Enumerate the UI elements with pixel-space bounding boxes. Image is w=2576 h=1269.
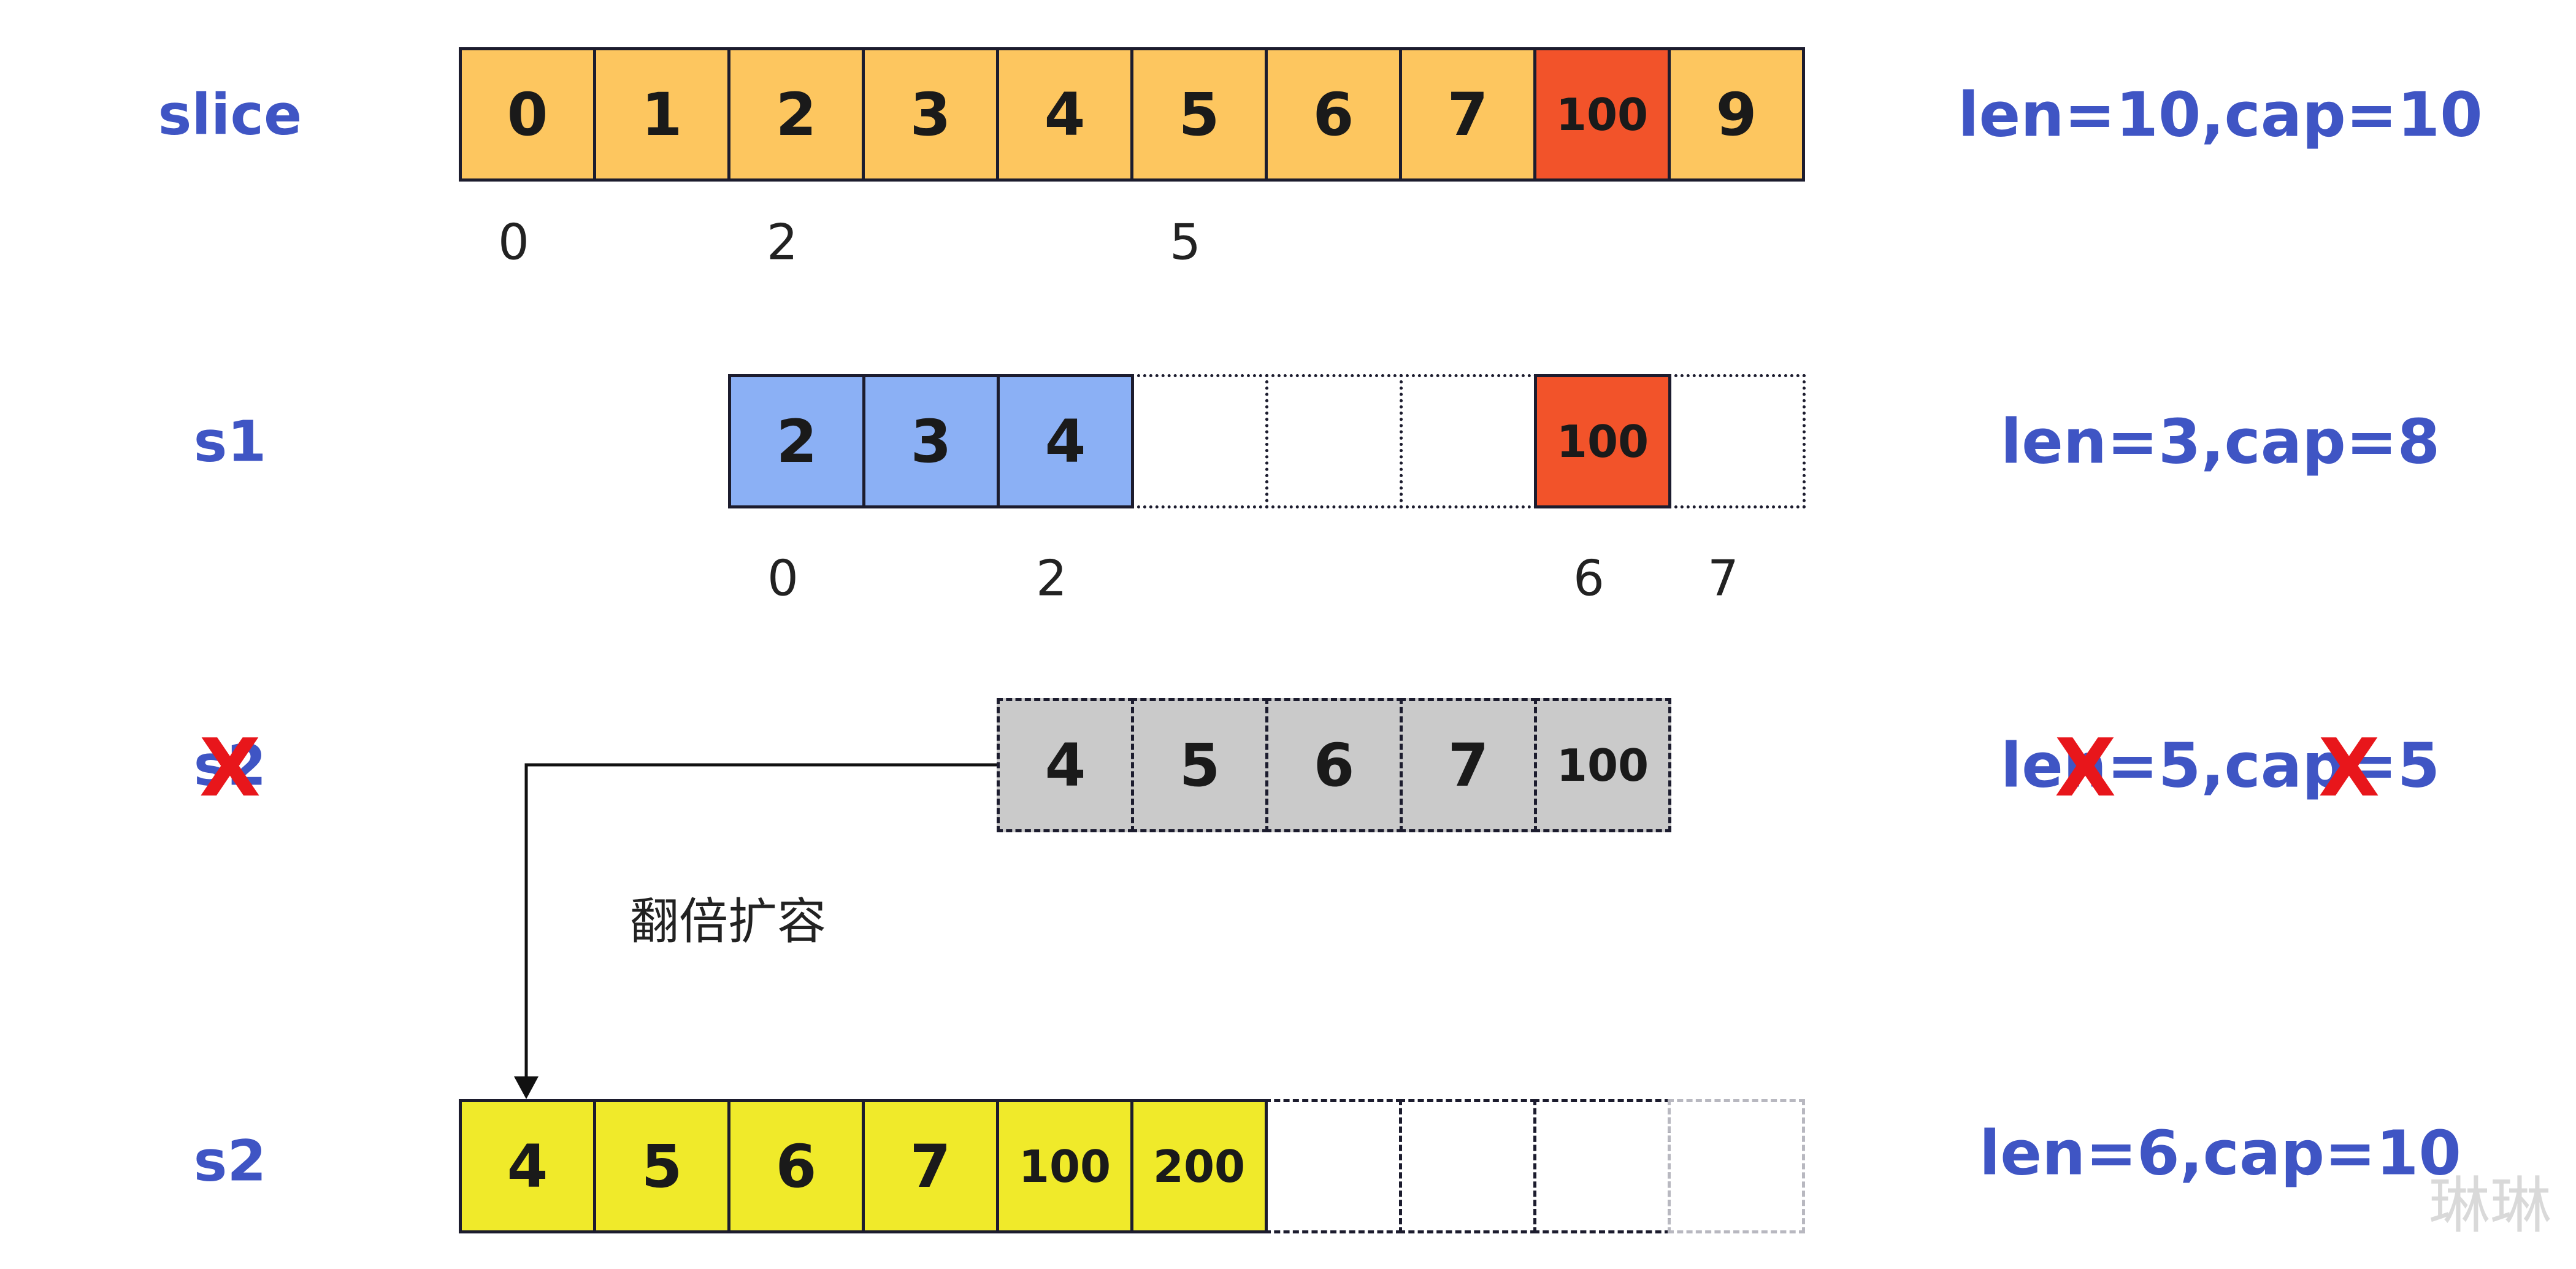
arrow-head xyxy=(514,1076,539,1099)
discarded-cross-mark: X xyxy=(2318,721,2380,815)
slice-cell: 7 xyxy=(1400,698,1537,832)
index-label: 5 xyxy=(1170,213,1201,271)
slice-cell: 7 xyxy=(862,1099,999,1233)
empty-capacity-cell xyxy=(1668,374,1806,508)
slice-cell: 100 xyxy=(1534,374,1671,508)
row-len-cap: len=10,cap=10 xyxy=(1958,79,2483,151)
slice-cell: 100 xyxy=(1533,47,1671,182)
slice-cell: 6 xyxy=(1265,47,1402,182)
slice-cell: 4 xyxy=(996,47,1133,182)
row-label: s1 xyxy=(193,408,267,475)
index-label: 6 xyxy=(1573,550,1604,607)
slice-cell: 100 xyxy=(996,1099,1133,1233)
slice-cell: 4 xyxy=(997,698,1134,832)
discarded-cross-mark: X xyxy=(2054,721,2117,815)
empty-capacity-cell xyxy=(1400,374,1537,508)
index-label: 0 xyxy=(767,550,799,607)
slice-cell: 5 xyxy=(1131,698,1268,832)
slice-cell: 5 xyxy=(593,1099,730,1233)
slice-cell: 2 xyxy=(728,374,865,508)
index-label: 2 xyxy=(767,213,798,271)
empty-capacity-cell xyxy=(1265,374,1403,508)
slice-cell: 200 xyxy=(1130,1099,1268,1233)
slice-cell: 100 xyxy=(1534,698,1671,832)
arrow-label: 翻倍扩容 xyxy=(630,893,826,950)
slice-cell: 3 xyxy=(862,47,999,182)
index-label: 7 xyxy=(1708,550,1739,607)
slice-cell: 0 xyxy=(459,47,596,182)
row-label: s2 xyxy=(193,732,267,799)
slice-cell: 3 xyxy=(862,374,1000,508)
empty-capacity-cell xyxy=(1265,1099,1402,1233)
slice-cell: 6 xyxy=(727,1099,865,1233)
slice-cell: 1 xyxy=(593,47,730,182)
row-label: s2 xyxy=(193,1128,267,1194)
row-len-cap: len=6,cap=10 xyxy=(1979,1117,2461,1189)
slice-cell: 4 xyxy=(997,374,1134,508)
row-label: slice xyxy=(158,82,302,148)
watermark: 琳琳 xyxy=(2429,1170,2551,1241)
row-len-cap: len=3,cap=8 xyxy=(2000,405,2440,478)
row-len-cap: len=5,cap=5 xyxy=(2000,729,2440,802)
slice-cell: 9 xyxy=(1668,47,1805,182)
slice-cell: 6 xyxy=(1265,698,1403,832)
slice-cell: 5 xyxy=(1130,47,1268,182)
slice-cell: 4 xyxy=(459,1099,596,1233)
slice-cell: 2 xyxy=(727,47,865,182)
index-label: 2 xyxy=(1036,550,1067,607)
slice-cell: 7 xyxy=(1399,47,1536,182)
empty-capacity-cell xyxy=(1399,1099,1536,1233)
empty-capacity-cell xyxy=(1533,1099,1671,1233)
arrow-line xyxy=(524,763,997,1079)
empty-capacity-cell xyxy=(1668,1099,1805,1233)
index-label: 0 xyxy=(498,213,529,271)
discarded-cross-mark: X xyxy=(199,721,261,815)
empty-capacity-cell xyxy=(1131,374,1268,508)
